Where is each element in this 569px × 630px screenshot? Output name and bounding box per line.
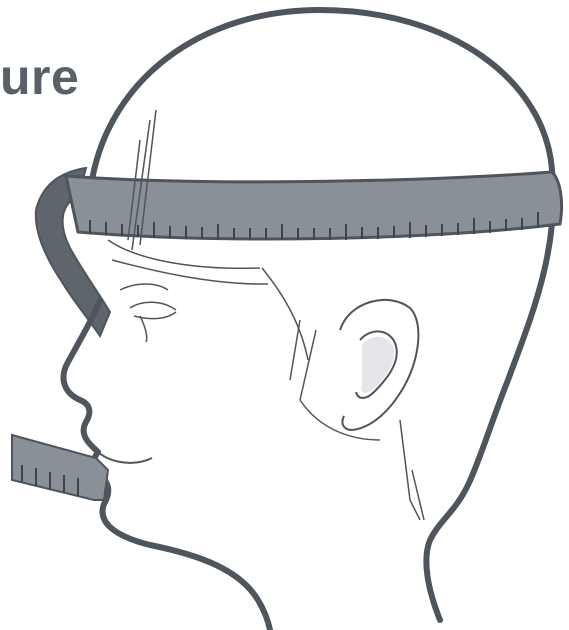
ear-inner-shade [361, 337, 394, 393]
eyebrow [120, 284, 168, 290]
neck-line [300, 400, 380, 440]
head-outline [92, 10, 553, 620]
eye [130, 302, 176, 342]
hair-strands [108, 110, 424, 520]
mouth [98, 452, 152, 463]
